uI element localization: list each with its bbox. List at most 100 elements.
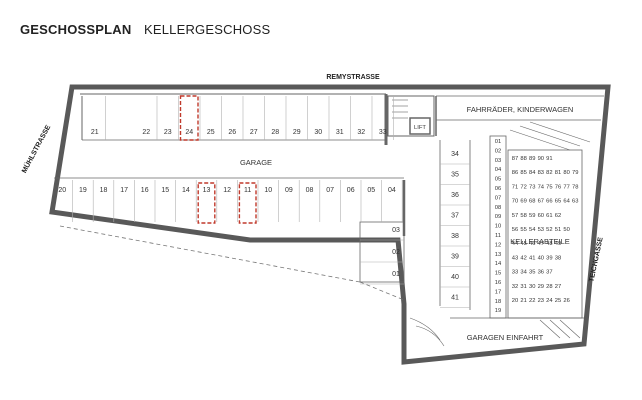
parking-space-number: 05 <box>367 187 375 194</box>
floor-name: KELLERGESCHOSS <box>144 22 271 37</box>
parking-space-number: 38 <box>451 233 459 240</box>
storage-unit-number: 54 <box>529 227 536 233</box>
parking-space-number: 30 <box>314 129 322 136</box>
street-name-remystrasse: REMYSTRASSE <box>326 74 380 81</box>
storage-unit-number: 04 <box>495 167 502 173</box>
parking-space-number: 25 <box>207 129 215 136</box>
lift-label: LIFT <box>414 125 426 131</box>
storage-unit-number: 08 <box>495 205 501 211</box>
parking-space-number: 24 <box>185 129 193 136</box>
storage-unit-number: 53 <box>538 227 544 233</box>
storage-unit-number: 75 <box>546 184 552 190</box>
storage-unit-number: 68 <box>529 199 535 205</box>
storage-unit-number: 43 <box>512 255 518 261</box>
street-name-muehlstrasse: MÜHLSTRASSE <box>19 123 52 175</box>
parking-space-number: 03 <box>392 227 400 234</box>
storage-unit-number: 07 <box>495 195 501 201</box>
storage-unit-number: 39 <box>546 255 552 261</box>
storage-unit-number: 85 <box>520 170 526 176</box>
storage-unit-number: 35 <box>529 270 535 276</box>
highlighted-space-13 <box>197 182 216 224</box>
storage-unit-number: 76 <box>555 184 561 190</box>
area-label-bikes: FAHRRÄDER, KINDERWAGEN <box>467 105 574 114</box>
parking-space-number: 33 <box>379 129 387 136</box>
storage-unit-number: 87 <box>512 156 518 162</box>
storage-unit-number: 72 <box>520 184 526 190</box>
storage-unit-number: 29 <box>538 284 544 290</box>
parking-space-number: 41 <box>451 295 459 302</box>
storage-unit-number: 49 <box>555 241 561 247</box>
storage-unit-number: 59 <box>529 213 535 219</box>
storage-unit-number: 71 <box>512 184 518 190</box>
storage-unit-number: 16 <box>495 280 501 286</box>
highlighted-space-24 <box>179 95 199 141</box>
parking-space-number: 02 <box>392 249 400 256</box>
storage-unit-number: 46 <box>529 241 535 247</box>
parking-space-number: 20 <box>58 187 66 194</box>
parking-space-number: 17 <box>120 187 128 194</box>
page-title: GESCHOSSPLAN <box>20 22 132 37</box>
parking-space-number: 09 <box>285 187 293 194</box>
parking-space-number: 04 <box>388 187 396 194</box>
storage-unit-number: 81 <box>555 170 561 176</box>
storage-unit-number: 02 <box>495 148 501 154</box>
storage-unit-number: 17 <box>495 289 501 295</box>
storage-unit-number: 06 <box>495 186 501 192</box>
storage-unit-number: 20 <box>512 298 518 304</box>
storage-unit-number: 05 <box>495 177 501 183</box>
storage-unit-number: 44 <box>512 241 519 247</box>
storage-unit-number: 42 <box>520 255 526 261</box>
storage-unit-number: 12 <box>495 242 501 248</box>
parking-space-number: 16 <box>141 187 149 194</box>
parking-space-number: 15 <box>161 187 169 194</box>
area-label-storage: KELLERABTEILE <box>510 237 570 246</box>
parking-space-number: 29 <box>293 129 301 136</box>
parking-space-number: 07 <box>326 187 334 194</box>
storage-unit-number: 91 <box>546 156 552 162</box>
storage-unit-number: 74 <box>538 184 545 190</box>
parking-space-number: 37 <box>451 213 459 220</box>
storage-unit-number: 69 <box>520 199 526 205</box>
storage-unit-number: 23 <box>538 298 544 304</box>
storage-unit-number: 52 <box>546 227 552 233</box>
parking-space-number: 32 <box>357 129 365 136</box>
storage-unit-number: 24 <box>546 298 553 304</box>
storage-unit-number: 37 <box>546 270 552 276</box>
storage-unit-number: 18 <box>495 299 501 305</box>
storage-unit-number: 60 <box>538 213 544 219</box>
storage-unit-number: 51 <box>555 227 561 233</box>
storage-unit-number: 41 <box>529 255 535 261</box>
storage-unit-number: 66 <box>546 199 552 205</box>
storage-unit-number: 36 <box>538 270 544 276</box>
parking-space-number: 31 <box>336 129 344 136</box>
storage-unit-number: 14 <box>495 261 502 267</box>
parking-space-number: 10 <box>264 187 272 194</box>
parking-space-number: 35 <box>451 172 459 179</box>
storage-unit-number: 03 <box>495 158 501 164</box>
parking-space-number: 36 <box>451 192 459 199</box>
storage-unit-number: 70 <box>512 199 518 205</box>
parking-space-number: 19 <box>79 187 87 194</box>
parking-space-number: 01 <box>392 271 400 278</box>
storage-unit-number: 61 <box>546 213 552 219</box>
area-label-entrance: GARAGEN EINFAHRT <box>467 333 544 342</box>
storage-unit-number: 28 <box>546 284 552 290</box>
storage-unit-number: 83 <box>538 170 544 176</box>
parking-space-number: 12 <box>223 187 231 194</box>
parking-space-number: 21 <box>91 129 99 136</box>
storage-unit-number: 56 <box>512 227 518 233</box>
inner-walls <box>54 93 604 347</box>
storage-unit-number: 78 <box>572 184 578 190</box>
storage-unit-number: 21 <box>520 298 526 304</box>
storage-unit-number: 30 <box>529 284 535 290</box>
parking-space-number: 18 <box>100 187 108 194</box>
storage-unit-number: 58 <box>520 213 526 219</box>
storage-unit-number: 77 <box>563 184 569 190</box>
storage-unit-number: 22 <box>529 298 535 304</box>
parking-space-number: 13 <box>203 187 211 194</box>
highlighted-space-11 <box>238 182 257 224</box>
storage-unit-number: 82 <box>546 170 552 176</box>
storage-unit-number: 90 <box>538 156 544 162</box>
